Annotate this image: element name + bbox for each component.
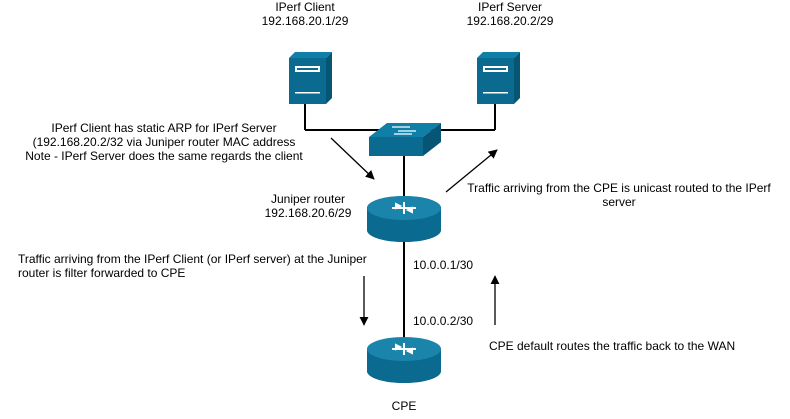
- static-arp-line-3: Note - IPerf Server does the same regard…: [25, 149, 303, 163]
- iperf-client-address: 192.168.20.1/29: [261, 14, 349, 28]
- iperf-client-server-icon: [289, 52, 332, 104]
- filter-forwarded-line-1: Traffic arriving from the IPerf Client (…: [18, 252, 367, 266]
- lan-switch-icon: [369, 123, 441, 156]
- default-routes-note: CPE default routes the traffic back to t…: [489, 339, 736, 353]
- juniper-router-name: Juniper router: [270, 192, 346, 206]
- iperf-server-label: IPerf Server 192.168.20.2/29: [460, 0, 560, 28]
- filter-forwarded-note: Traffic arriving from the IPerf Client (…: [18, 252, 367, 280]
- static-arp-line-1: IPerf Client has static ARP for IPerf Se…: [51, 121, 277, 135]
- cpe-router-icon: [367, 337, 441, 383]
- unicast-routed-line-1: Traffic arriving from the CPE is unicast…: [467, 181, 771, 195]
- iperf-server-icon: [477, 52, 520, 104]
- cpe-label: CPE: [391, 399, 417, 413]
- juniper-wan-address: 10.0.0.1/30: [413, 258, 474, 272]
- juniper-router-label: Juniper router 192.168.20.6/29: [258, 192, 358, 220]
- filter-forwarded-line-2: router is filter forwarded to CPE: [18, 266, 186, 280]
- juniper-router-address: 192.168.20.6/29: [264, 206, 352, 220]
- unicast-routed-line-2: server: [602, 195, 636, 209]
- iperf-server-address: 192.168.20.2/29: [466, 14, 554, 28]
- iperf-client-name: IPerf Client: [275, 0, 335, 14]
- unicast-routed-note: Traffic arriving from the CPE is unicast…: [463, 181, 775, 209]
- unicast-arrow: [445, 149, 498, 193]
- iperf-server-name: IPerf Server: [477, 0, 543, 14]
- static-arp-line-2: (192.168.20.2/32 via Juniper router MAC …: [32, 135, 296, 149]
- static-arp-note: IPerf Client has static ARP for IPerf Se…: [14, 121, 314, 163]
- cpe-wan-address: 10.0.0.2/30: [413, 314, 474, 328]
- static-arp-arrow: [330, 137, 375, 180]
- juniper-router-icon: [367, 196, 441, 242]
- iperf-client-label: IPerf Client 192.168.20.1/29: [255, 0, 355, 28]
